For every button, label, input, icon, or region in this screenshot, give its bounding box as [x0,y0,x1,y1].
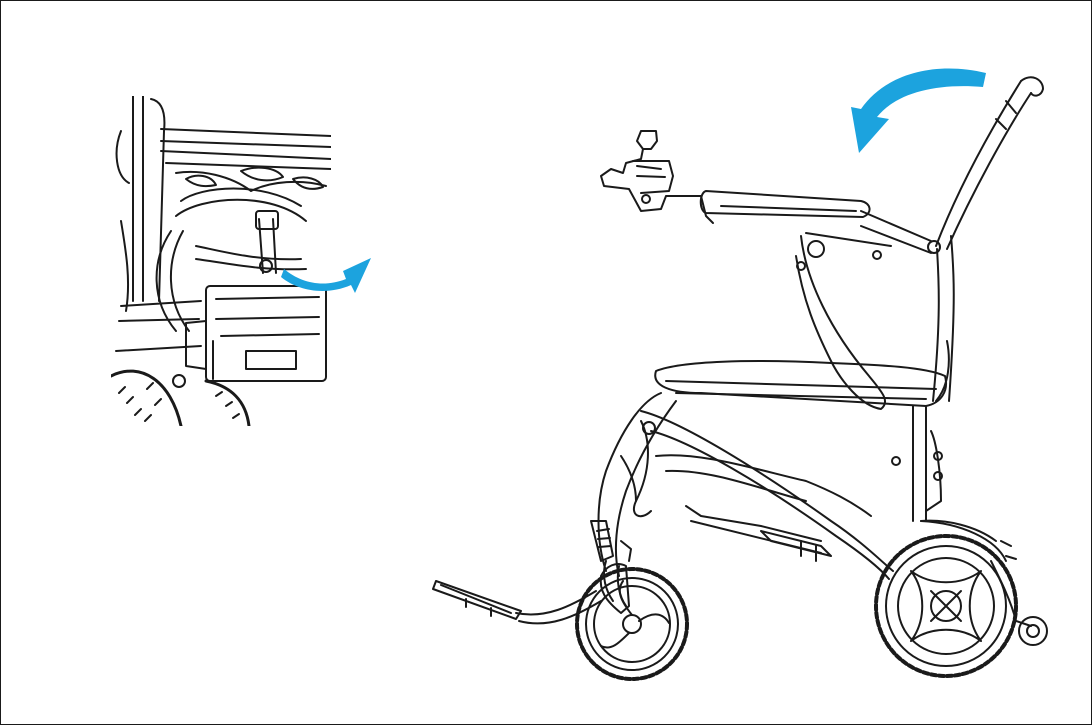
backrest-fold-arrow [851,68,986,153]
detail-battery-latch [111,96,331,426]
wheelchair-side-view [432,76,1048,681]
latch-release-arrow [281,258,371,293]
